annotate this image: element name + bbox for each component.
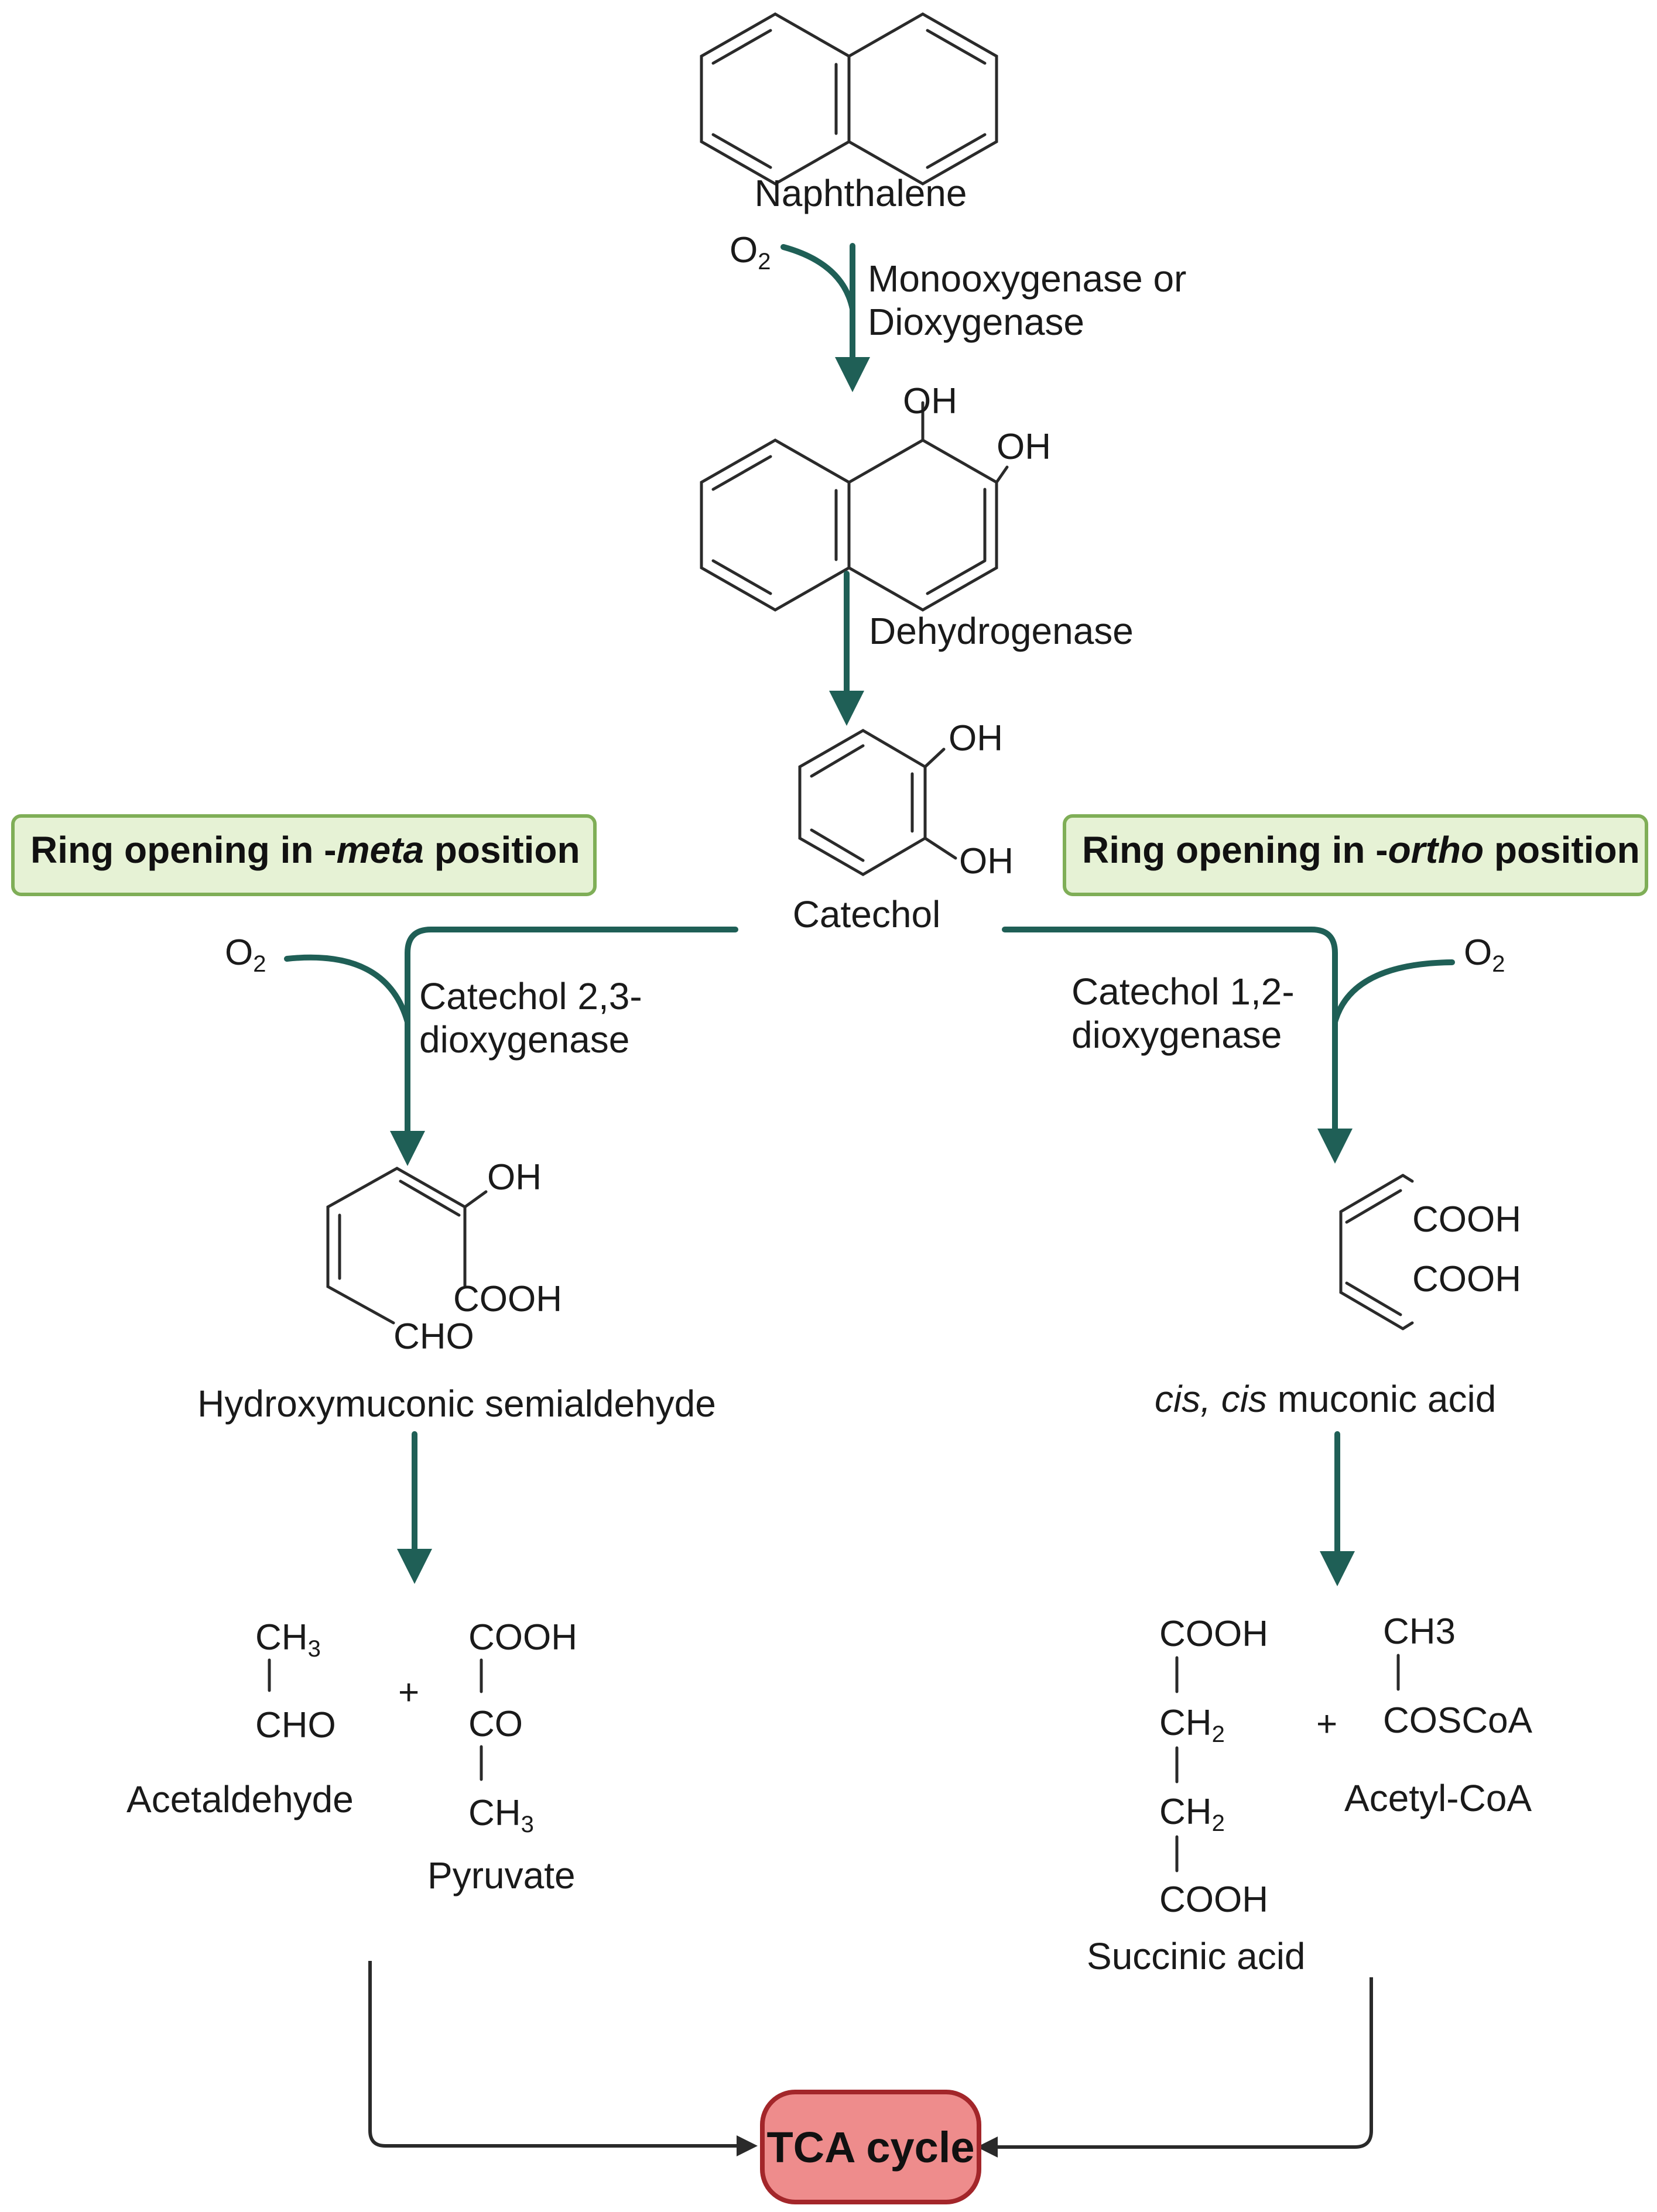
muconic-acid-structure	[1339, 1174, 1414, 1330]
acetyl-ch3: CH3	[1383, 1611, 1456, 1652]
o2-consumption-arc-top	[780, 244, 855, 312]
pyruvate-cooh: COOH	[468, 1617, 577, 1658]
catechol-structure	[798, 729, 957, 876]
oh-label-2: OH	[997, 427, 1051, 467]
naphthalene-label: Naphthalene	[755, 172, 967, 214]
meta-box	[11, 814, 597, 896]
o2-label-top: O2	[730, 230, 771, 275]
succinic-ch2-1: CH2	[1159, 1703, 1225, 1747]
acetaldehyde-ch3: CH3	[255, 1617, 321, 1662]
o2-label-ortho: O2	[1464, 932, 1505, 977]
pyruvate-label: Pyruvate	[427, 1854, 576, 1897]
hydroxymuconic-structure	[326, 1167, 488, 1325]
acetaldehyde-label: Acetaldehyde	[126, 1778, 354, 1820]
oh-label-1: OH	[903, 381, 957, 421]
meta-branch-arrow	[390, 927, 738, 1166]
catechol-23-label: Catechol 2,3-	[419, 975, 642, 1017]
meta-plus: +	[398, 1672, 419, 1713]
pyruvate-co: CO	[468, 1704, 523, 1744]
pyruvate-ch3: CH3	[468, 1793, 534, 1837]
o2-consumption-arc-ortho	[1332, 959, 1455, 1025]
acetyl-coa-label: Acetyl-CoA	[1344, 1777, 1532, 1819]
catechol-12-label-2: dioxygenase	[1071, 1014, 1282, 1056]
monooxygenase-label: Monooxygenase or	[868, 258, 1186, 300]
dihydroxynaphthalene-structure	[700, 401, 1009, 612]
hms-oh: OH	[487, 1157, 542, 1198]
succinic-cooh-2: COOH	[1159, 1880, 1268, 1920]
muconic-cooh-2: COOH	[1412, 1259, 1521, 1299]
o2-consumption-arc-meta	[284, 954, 410, 1025]
tca-cycle-node	[760, 2090, 981, 2204]
hms-cooh: COOH	[453, 1279, 562, 1319]
succinic-acid-label: Succinic acid	[1087, 1935, 1306, 1977]
hydroxymuconic-label: Hydroxymuconic semialdehyde	[197, 1383, 716, 1425]
muconic-acid-label: cis, cis muconic acid	[1155, 1378, 1496, 1420]
succinic-ch2-2: CH2	[1159, 1792, 1225, 1836]
left-to-tca-arrow	[368, 1961, 758, 2156]
ortho-box-label: Ring opening in -ortho position	[1082, 829, 1640, 871]
acetyl-coscoa: COSCoA	[1383, 1700, 1533, 1741]
tca-cycle-label: TCA cycle	[766, 2123, 974, 2172]
catechol-12-label: Catechol 1,2-	[1071, 970, 1295, 1013]
catechol-23-label-2: dioxygenase	[419, 1018, 629, 1061]
meta-box-label: Ring opening in -meta position	[30, 829, 580, 871]
naphthalene-structure	[700, 12, 998, 186]
ortho-branch-arrow	[1002, 927, 1353, 1164]
succinic-cooh-1: COOH	[1159, 1614, 1268, 1654]
ortho-box	[1063, 814, 1648, 896]
hms-cho: CHO	[393, 1316, 474, 1357]
catechol-label: Catechol	[793, 893, 941, 935]
acetaldehyde-cho: CHO	[255, 1705, 336, 1745]
muconic-cooh-1: COOH	[1412, 1199, 1521, 1240]
catechol-oh-1: OH	[949, 718, 1003, 759]
catechol-oh-2: OH	[959, 841, 1014, 882]
right-to-tca-arrow	[977, 1977, 1373, 2158]
ortho-plus: +	[1316, 1704, 1337, 1744]
dioxygenase-label: Dioxygenase	[868, 301, 1084, 343]
dehydrogenase-label: Dehydrogenase	[869, 610, 1134, 652]
o2-label-meta: O2	[225, 932, 266, 977]
